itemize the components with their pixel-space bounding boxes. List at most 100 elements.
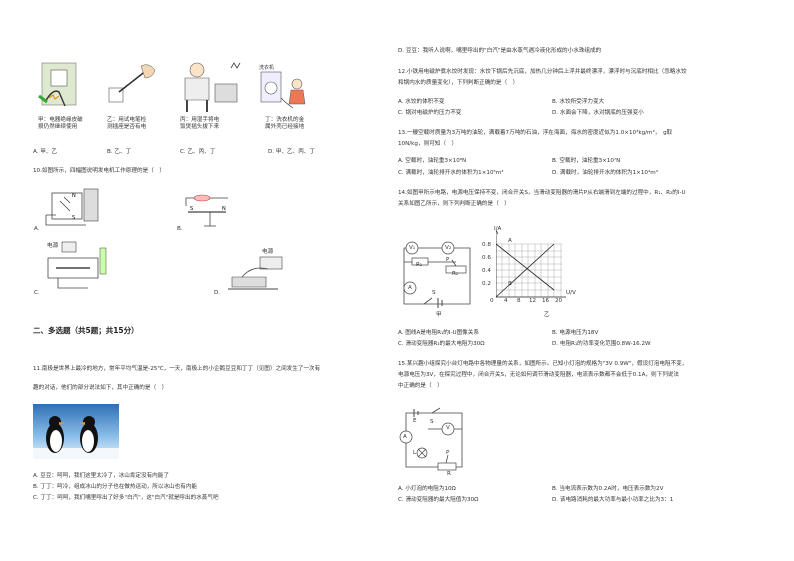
q15-option-b: B. 当电流表示数为0.2A时，电压表示数为2V [552,486,664,492]
q15-option-d: D. 该电路消耗的最大功率与最小功率之比为3：1 [552,497,674,503]
graph-line-b [496,243,555,291]
q9-option-c: C. 乙、丙、丁 [180,149,216,155]
graph-x-tick-20: 20 [555,298,563,304]
graph-y-tick-06: 0.6 [482,255,491,261]
q12-option-a: A. 水饺的体积不变 [398,99,445,105]
q10-power-label-c: 电源 [47,243,59,249]
graph-line-label-a: A [508,238,512,244]
q14-label-v2: V₂ [445,245,452,251]
penguin-right [79,416,98,453]
graph-x-label: U/V [566,290,576,296]
q13-option-c: C. 满载时，油轮排开水的体积为1×10⁵m³ [398,170,504,176]
q10-figure-c [47,241,107,289]
q10-figure-a: NS [45,188,99,226]
man-illustration [184,62,241,112]
tester-illustration [108,64,156,103]
q15-label-v: V [446,425,450,431]
q10-label-c: C. [34,290,40,296]
q13-line1: 13.一艘空载时质量为3万吨的油轮，满载着7万吨的石油，浮在海面，海水的密度近似… [398,130,673,136]
caption-yi-2: 测插座是否有电 [107,124,147,130]
q14-label-s: S [432,290,436,296]
q15-label-l: L [413,450,417,456]
q14-option-c: C. 滑动变阻器R₂的最大电阻为30Ω [398,341,485,347]
q13-option-a: A. 空载时，油轮重3×10⁸N [398,158,467,164]
caption-yi-1: 乙：用试电笔检 [107,117,147,123]
svg-text:N: N [72,193,76,199]
svg-text:N: N [222,206,226,212]
q14-label-p: P [446,257,450,263]
graph-line-a [496,243,555,298]
q9-option-b: B. 乙、丁 [107,149,132,155]
caption-bing-2: 饭煲插头拔下来 [180,124,220,130]
q15-line3: 中正确的是（ ） [398,383,443,389]
q14-label-r1: R₁ [416,262,423,268]
q15-label-p: P [446,450,450,456]
penguin-photo [33,404,119,459]
q14-label-a: A [408,285,412,291]
caption-ding-2: 属外壳已经接地 [265,124,305,130]
q14-line2: 关系如图乙所示，则下列判断正确的是（ ） [398,201,510,207]
q11-option-a: A. 豆豆：呵呵，我们这里太冷了，冰山肯定没有内能了 [33,473,169,479]
q11-line2: 趣的对话，他们的部分说法如下，其中正确的是（ ） [33,385,168,391]
q14-option-a: A. 图线A是电阻R₁的I-U图像关系 [398,330,479,336]
q13-option-d: D. 满载时，油轮排开水的体积为1×10⁴m³ [552,170,658,176]
penguin-left [46,416,65,453]
svg-text:S: S [72,215,75,221]
caption-bing-1: 丙：用湿手将电 [180,117,220,123]
q14-iu-graph [496,229,566,298]
q12-option-c: C. 锅对电磁炉的压力不变 [398,110,462,116]
svg-text:S: S [190,206,193,212]
q14-figure-jia: 甲 [436,312,442,318]
q14-circuit-diagram [403,241,471,308]
graph-x-tick-8: 8 [517,298,521,304]
q11-line1: 11.南极是世界上最冷的地方，常年平均气温是-25℃，一天，南极上的小企鹅豆豆和… [33,366,321,372]
q13-line2: 10N/kg，则可知（ ） [398,141,458,147]
caption-ding-1: 丁：洗衣机的金 [265,117,305,123]
q14-option-b: B. 电源电压为18V [552,330,599,336]
graph-origin: 0 [490,298,494,304]
q9-option-a: A. 甲、乙 [33,149,58,155]
washer-illustration: 洗衣机 [259,64,306,109]
q14-option-d: D. 电阻R₁的功率变化范围0.8W-16.2W [552,341,651,347]
q14-line1: 14.如图甲所示电路，电源电压保持不变，闭合开关S，当滑动变阻器的滑片P从右端滑… [398,190,686,196]
q12-option-d: D. 水面会下降，水对锅底的压强变小 [552,110,644,116]
safety-pictures: 洗衣机 [38,62,306,112]
q15-circuit-diagram [399,407,463,471]
graph-y-tick-08: 0.8 [482,242,491,248]
q9-option-d: D. 甲、乙、丙、丁 [268,149,316,155]
graph-y-tick-02: 0.2 [482,281,491,287]
q10-label-a: A. [34,226,40,232]
q15-label-e: E [413,418,417,424]
q15-option-c: C. 滑动变阻器的最大阻值为30Ω [398,497,479,503]
q12-line1: 12.小铁用电磁炉煮水饺时发现：水饺下锅后先沉底，加热几分钟后上浮并最终漂浮，漂… [398,69,687,75]
q14-figure-yi: 乙 [544,312,550,318]
q10-label-d: D. [214,290,221,296]
graph-x-tick-16: 16 [542,298,550,304]
q15-line2: 电源电压为3V，在探究过程中，闭合开关S，无论如何调节滑动变阻器，电流表示数都不… [398,372,679,378]
q14-label-r2: R₂ [452,271,459,277]
q10-stem: 10.如图所示，四幅图说明发电机工作原理的是（ ） [33,168,165,174]
q15-line1: 15.某兴趣小组探究小台灯电路中各物理量的关系，如图所示。已知小灯泡的规格为"3… [398,361,688,367]
q15-label-r: R [447,471,451,477]
q15-label-s: S [430,419,434,425]
section2-title: 二、多选题（共5题；共15分） [33,326,139,335]
q15-option-a: A. 小灯泡的电阻为10Ω [398,486,456,492]
graph-y-tick-04: 0.4 [482,268,491,274]
q12-option-b: B. 水饺所受浮力变大 [552,99,605,105]
graph-x-tick-4: 4 [504,298,508,304]
q10-label-b: B. [177,226,183,232]
q11-option-c: C. 丁丁：呵呵，我们嘴里呼出了好多"白汽"，这"白汽"就是呼出的水蒸气吧 [33,495,219,501]
caption-jia-2: 损仍然继续使用 [38,124,78,130]
graph-y-label: I/A [494,226,502,232]
q10-figure-d [228,256,283,290]
q11-option-b: B. 丁丁：呵冷，组成冰山的分子也在做热运动，所以冰山也有内能 [33,484,198,490]
q11-option-d: D. 豆豆：我听人说啊，嘴里呼出的"白汽"是由水蒸气遇冷液化形成的小水珠组成的 [398,48,602,54]
svg-text:洗衣机: 洗衣机 [259,64,274,71]
q14-label-v1: V₁ [409,245,416,251]
graph-x-tick-12: 12 [529,298,537,304]
q12-line2: 和锅内水的质量变化），下列判断正确的是（ ） [398,80,519,86]
q10-power-label-d: 电源 [262,249,274,255]
socket-illustration [38,62,77,107]
caption-jia-1: 甲：电器绝缘皮破 [38,117,83,123]
